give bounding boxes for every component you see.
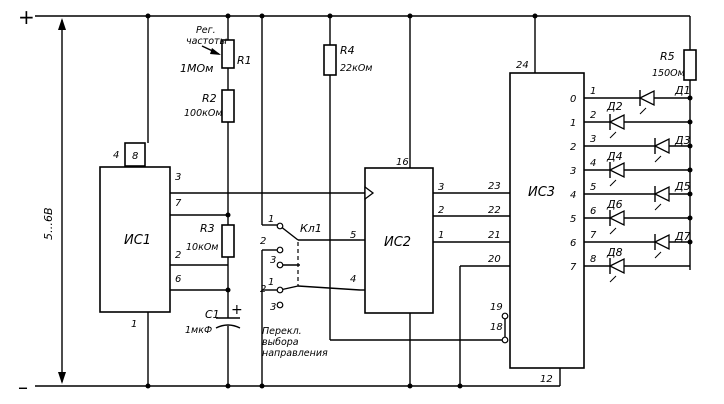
ic3-pin-21: 21	[488, 230, 501, 241]
r2-name: R2	[202, 92, 217, 105]
led-d3-label: Д3	[674, 134, 691, 147]
led-array: R5 150Ом	[584, 16, 697, 275]
led-arrows	[609, 107, 662, 283]
r2-value: 100кОм	[184, 108, 223, 119]
ic1: ИС1 4 8 3 7 2 6 1	[99, 16, 365, 386]
ic2-pin-2: 2	[438, 205, 444, 216]
r5-name: R5	[660, 50, 675, 63]
ic3-out-2: 2	[570, 142, 576, 153]
led-d1-label: Д1	[674, 84, 691, 97]
led-d5-label: Д5	[674, 180, 691, 193]
resistor-r4	[323, 44, 337, 76]
ic3-out-6: 6	[570, 238, 576, 249]
ic3-out-0: 0	[570, 94, 576, 105]
ic3-out-7: 7	[570, 262, 577, 273]
ic1-pin-7: 7	[175, 198, 182, 209]
switch-caption-3: направления	[262, 348, 328, 359]
plus-terminal-label: +	[18, 5, 35, 29]
ic2-label: ИС2	[384, 235, 411, 250]
led-d2-label: Д2	[606, 100, 623, 113]
c1-value: 1мкФ	[185, 325, 212, 336]
c1-polarity: +	[231, 302, 243, 318]
junctions	[145, 13, 693, 389]
led-pin-7: 7	[590, 230, 597, 241]
ic1-pin-4: 4	[113, 150, 119, 161]
r4-name: R4	[340, 44, 355, 57]
resistor-r4-group: R4 22кОм	[323, 16, 505, 341]
r1-name: R1	[237, 54, 252, 67]
timing-network: Рег. частоты 1МОм R1 R2 100кОм R3 10кОм …	[180, 16, 252, 386]
ic3-out-3: 3	[570, 166, 576, 177]
ic1-pin-3: 3	[175, 172, 181, 183]
ic3-pin-22: 22	[488, 205, 501, 216]
resistor-r2	[221, 89, 235, 123]
switch-contact-2b: 2	[260, 284, 266, 295]
voltage-label: 5…6В	[42, 207, 55, 240]
led-d7-label: Д7	[674, 230, 691, 243]
c1-name: C1	[205, 308, 220, 321]
ic3-pin-12: 12	[540, 374, 553, 385]
ic3-out-5: 5	[570, 214, 576, 225]
ic3-out-1: 1	[570, 118, 576, 129]
ic2-pin-1: 1	[438, 230, 444, 241]
r1-value: 1МОм	[180, 62, 213, 75]
r4-value: 22кОм	[340, 63, 372, 74]
ic2-pin-16: 16	[396, 157, 409, 168]
switch-name: Кл1	[300, 222, 322, 235]
switch-contact-1b: 1	[268, 277, 274, 288]
led-pin-6: 6	[590, 206, 596, 217]
resistor-r5	[683, 49, 697, 81]
led-pin-1: 1	[590, 86, 596, 97]
led-pin-4: 4	[590, 158, 596, 169]
ic1-pin-1: 1	[131, 319, 137, 330]
led-pin-8: 8	[590, 254, 596, 265]
ic1-pin-6: 6	[175, 274, 181, 285]
ic2: ИС2 16 3 2 1 5 4	[350, 16, 510, 386]
ic3-pin-18: 18	[490, 322, 503, 333]
led-pin-5: 5	[590, 182, 596, 193]
ic3-label: ИС3	[528, 185, 555, 200]
ic2-body	[364, 167, 434, 314]
ic3-out-4: 4	[570, 190, 576, 201]
ic3-pin-19: 19	[490, 302, 503, 313]
ic1-pin-8: 8	[132, 151, 138, 162]
led-d4-label: Д4	[606, 150, 623, 163]
r3-name: R3	[200, 222, 215, 235]
led-d8-label: Д8	[606, 246, 623, 259]
switch-kl1: 1 2 3 1 2 3 Кл1 Перекл. выбора направлен…	[260, 16, 361, 386]
ic3-pin-20: 20	[488, 254, 501, 265]
led-pin-3: 3	[590, 134, 596, 145]
ic2-pin-3: 3	[438, 182, 444, 193]
r5-value: 150Ом	[652, 68, 685, 79]
r3-value: 10кОм	[186, 242, 218, 253]
r1-note-2: частоты	[186, 36, 228, 47]
switch-caption-1: Перекл.	[262, 326, 302, 337]
ic1-pin-2: 2	[175, 250, 181, 261]
resistor-r3	[221, 224, 235, 258]
led-pin-2: 2	[590, 110, 596, 121]
ic1-label: ИС1	[124, 233, 151, 248]
ic3: ИС3 24 23 22 21 20 19 18 12 0 1 2 3 4 5 …	[459, 16, 585, 386]
minus-terminal-label: –	[18, 375, 28, 399]
r1-note-1: Рег.	[196, 25, 216, 36]
ic2-pin-4: 4	[350, 274, 356, 285]
ic2-pin-5: 5	[350, 230, 356, 241]
switch-contact-1a: 1	[268, 214, 274, 225]
ic3-body	[509, 72, 585, 369]
led-d6-label: Д6	[606, 198, 623, 211]
switch-caption-2: выбора	[262, 337, 299, 348]
power-rails: + – 5…6В	[18, 5, 690, 399]
ic3-pin-24: 24	[516, 60, 529, 71]
ic1-body	[99, 166, 171, 313]
ic3-pin-23: 23	[488, 181, 501, 192]
switch-contact-3b: 3	[270, 302, 276, 313]
switch-contact-3a: 3	[270, 255, 276, 266]
switch-contact-2a: 2	[260, 236, 266, 247]
